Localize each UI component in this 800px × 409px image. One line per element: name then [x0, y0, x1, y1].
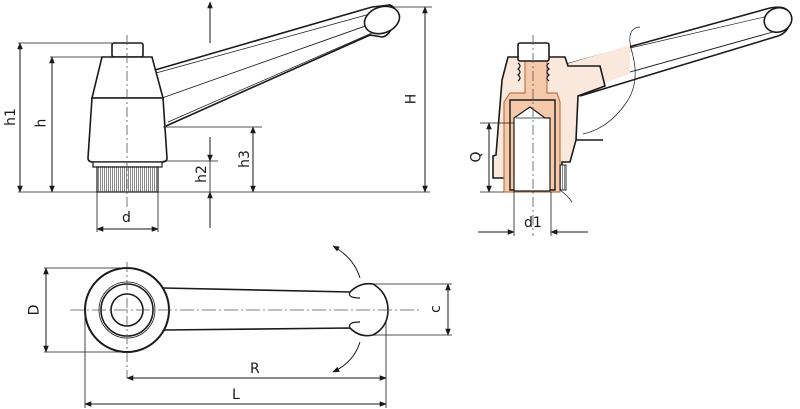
- dimension-label-R: R: [250, 361, 260, 377]
- top-view: [43, 245, 452, 408]
- dimension-label-D: D: [26, 304, 43, 316]
- dimension-label-h1: h1: [2, 108, 19, 126]
- dimension-label-d1: d1: [524, 215, 542, 231]
- dimension-label-h2: h2: [193, 165, 210, 183]
- dimension-label-Q: Q: [468, 151, 485, 163]
- dimension-label-d: d: [122, 210, 131, 226]
- dimension-label-h: h: [33, 118, 50, 128]
- section-view: [478, 6, 793, 236]
- dimension-label-H: H: [403, 93, 420, 105]
- dimension-label-h3: h3: [236, 150, 253, 168]
- side-view: [17, 1, 432, 232]
- dimension-label-L: L: [232, 387, 240, 403]
- dimension-label-c: c: [427, 305, 444, 313]
